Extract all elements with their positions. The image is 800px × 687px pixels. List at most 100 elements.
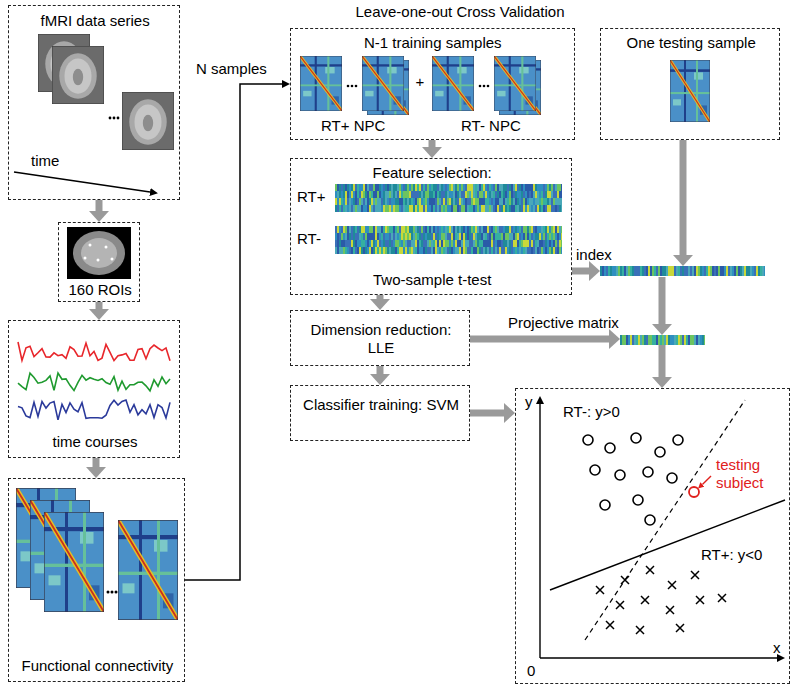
- figure-rect: [541, 226, 543, 233]
- figure-rect: [471, 191, 473, 198]
- figure-rect: [429, 198, 431, 205]
- figure-rect: [395, 198, 397, 205]
- figure-rect: [353, 233, 355, 240]
- figure-rect: [698, 335, 700, 345]
- figure-rect: [377, 205, 379, 212]
- figure-rect: [702, 335, 704, 345]
- figure-rect: [377, 233, 379, 240]
- figure-rect: [465, 198, 467, 205]
- figure-rect: [517, 191, 519, 198]
- figure-rect: [405, 198, 407, 205]
- figure-rect: [383, 205, 385, 212]
- figure-rect: [531, 198, 533, 205]
- figure-rect: [529, 233, 531, 240]
- figure-rect: [543, 198, 545, 205]
- figure-rect: [353, 205, 355, 212]
- figure-rect: [409, 226, 411, 233]
- figure-rect: [632, 335, 634, 345]
- figure-rect: [636, 335, 638, 345]
- figure-rect: [385, 205, 387, 212]
- figure-rect: [465, 205, 467, 212]
- figure-rect: [485, 247, 487, 254]
- figure-rect: [545, 205, 547, 212]
- figure-rect: [405, 191, 407, 198]
- figure-rect: [387, 191, 389, 198]
- figure-rect: [463, 247, 465, 254]
- figure-rect: [477, 226, 479, 233]
- figure-rect: [407, 240, 409, 247]
- figure-rect: [537, 191, 539, 198]
- figure-path: [676, 624, 684, 632]
- figure-rect: [650, 335, 652, 345]
- figure-rect: [415, 247, 417, 254]
- figure-rect: [533, 233, 535, 240]
- figure-rect: [349, 198, 351, 205]
- figure-rect: [602, 266, 604, 276]
- figure-rect: [527, 191, 529, 198]
- figure-rect: [557, 247, 559, 254]
- figure-rect: [363, 205, 365, 212]
- figure-rect: [515, 191, 517, 198]
- figure-rect: [465, 240, 467, 247]
- figure-rect: [636, 266, 638, 276]
- figure-rect: [341, 226, 343, 233]
- figure-rect: [704, 335, 705, 345]
- figure-rect: [519, 233, 521, 240]
- result-plot-box: RT-: y>0testing subjectRT+: y<0yx0: [515, 388, 790, 684]
- figure-rect: [401, 198, 403, 205]
- figure-rect: [443, 226, 445, 233]
- figure-rect: [415, 205, 417, 212]
- figure-rect: [375, 205, 377, 212]
- figure-rect: [355, 191, 357, 198]
- figure-rect: [361, 191, 363, 198]
- figure-rect: [403, 191, 405, 198]
- figure-rect: [353, 198, 355, 205]
- figure-rect: [549, 233, 551, 240]
- figure-rect: [533, 205, 535, 212]
- figure-rect: [385, 247, 387, 254]
- figure-rect: [431, 191, 433, 198]
- figure-rect: [533, 184, 535, 191]
- figure-rect: [401, 226, 403, 233]
- figure-rect: [493, 198, 495, 205]
- figure-rect: [467, 247, 469, 254]
- figure-rect: [461, 205, 463, 212]
- figure-use: [52, 46, 104, 104]
- figure-rect: [433, 184, 435, 191]
- figure-rect: [463, 205, 465, 212]
- figure-rect: [397, 198, 399, 205]
- figure-rect: [453, 247, 455, 254]
- figure-rect: [385, 233, 387, 240]
- figure-polyline: [18, 342, 170, 361]
- figure-rect: [433, 198, 435, 205]
- fmri-slices: [14, 34, 174, 192]
- figure-rect: [365, 198, 367, 205]
- figure-circle: [111, 258, 114, 261]
- figure-rect: [355, 240, 357, 247]
- figure-circle: [673, 435, 683, 445]
- figure-rect: [339, 233, 341, 240]
- figure-rect: [371, 233, 373, 240]
- figure-rect: [694, 335, 696, 345]
- figure-rect: [387, 240, 389, 247]
- figure-rect: [383, 233, 385, 240]
- figure-rect: [335, 184, 337, 191]
- figure-rect: [397, 233, 399, 240]
- figure-rect: [537, 184, 539, 191]
- figure-rect: [545, 198, 547, 205]
- figure-rect: [525, 191, 527, 198]
- figure-rect: [517, 226, 519, 233]
- figure-rect: [443, 205, 445, 212]
- figure-rect: [467, 233, 469, 240]
- figure-rect: [682, 266, 684, 276]
- figure-rect: [343, 240, 345, 247]
- figure-rect: [622, 335, 624, 345]
- figure-rect: [391, 240, 393, 247]
- figure-rect: [668, 335, 670, 345]
- box-title: fMRI data series: [41, 12, 150, 30]
- figure-rect: [523, 240, 525, 247]
- figure-rect: [425, 184, 427, 191]
- figure-rect: [537, 198, 539, 205]
- figure-rect: [515, 240, 517, 247]
- figure-rect: [385, 184, 387, 191]
